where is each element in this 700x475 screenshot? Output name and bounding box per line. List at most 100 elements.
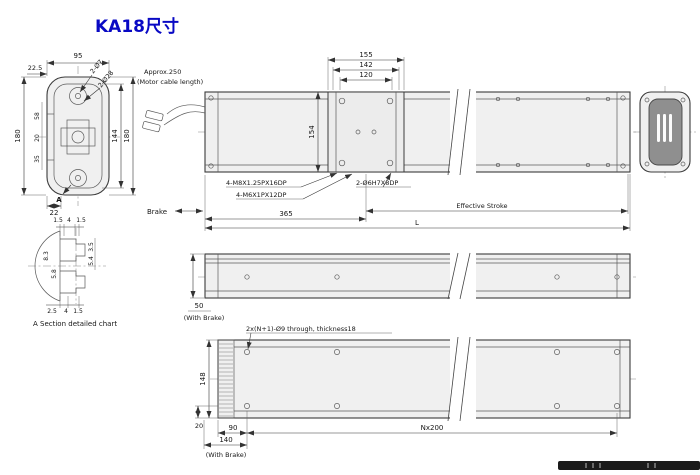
- section-a-marker: A: [56, 196, 62, 204]
- section-detail-caption: A Section detailed chart: [33, 320, 117, 328]
- break-line: [459, 88, 471, 176]
- mounting-hole: [614, 349, 620, 355]
- break-mask: [450, 252, 476, 300]
- carriage-screw-hole: [386, 97, 394, 105]
- dim-155-label: 155: [359, 51, 372, 59]
- corner-strip: [558, 461, 700, 470]
- callout-m8-label: 4-M8X1.25PX16DP: [226, 179, 287, 187]
- carriage-screw-hole: [338, 159, 346, 167]
- dim-140-label: 140: [219, 436, 232, 444]
- brake-label: Brake: [147, 208, 167, 216]
- detail-top-c: 1.5: [76, 217, 86, 224]
- dim-50-label: 50: [195, 302, 204, 310]
- dim-90-label: 90: [229, 424, 238, 432]
- top-view: Approx.250 (Motor cable length) 155 142 …: [137, 51, 636, 231]
- page-title: KA18尺寸: [95, 16, 179, 37]
- end-cap-slot: [669, 114, 672, 142]
- mounting-hole: [554, 403, 560, 409]
- mounting-hole: [334, 349, 340, 355]
- side-view-body: [204, 253, 631, 299]
- front-body-outline: [46, 76, 110, 196]
- dowel-pin-hole: [355, 129, 361, 135]
- dowel-pin-hole: [371, 129, 377, 135]
- dim-154-label: 154: [308, 125, 316, 139]
- detail-top-slot: [60, 238, 86, 262]
- detail-left-b: 5.8: [51, 269, 58, 279]
- side-view: 50 (With Brake): [184, 252, 636, 322]
- carriage-screw-hole: [386, 159, 394, 167]
- right-end-view: [634, 86, 696, 178]
- section-detail-view: 1.5 4 1.5 3.5 5.4 8.3 5.8 2.5 4 1.5 A Se…: [28, 217, 117, 328]
- mounting-hole: [554, 349, 560, 355]
- break-line: [459, 336, 471, 422]
- cable-connector: [145, 110, 164, 122]
- detail-left-a: 8.3: [43, 251, 50, 261]
- carriage-block: [327, 91, 405, 173]
- dim-365-label: 365: [279, 210, 292, 218]
- detail-bottom-b: 4: [64, 308, 68, 315]
- dim-inner-height-label: 144: [111, 129, 119, 143]
- front-top-hole: [75, 93, 81, 99]
- section-detail-dimensions: 1.5 4 1.5 3.5 5.4 8.3 5.8 2.5 4 1.5: [43, 217, 96, 315]
- break-line: [459, 252, 471, 300]
- dim-width-label: 95: [74, 52, 83, 60]
- front-screw-bore: [71, 130, 85, 144]
- end-cap-slot: [657, 114, 660, 142]
- carriage-screw-hole: [338, 97, 346, 105]
- bottom-with-brake-label: (With Brake): [206, 451, 247, 459]
- break-mask: [450, 90, 476, 174]
- top-view-dimensions: 155 142 120 154 4-M8X1.25PX16DP 4-M6X1PX…: [147, 51, 631, 231]
- break-mask: [450, 336, 476, 422]
- callout-m6-label: 4-M6X1PX12DP: [236, 191, 286, 199]
- cable-connector: [142, 121, 161, 133]
- corner-strip-bar: [558, 461, 700, 470]
- break-line: [447, 88, 459, 176]
- dim-148-label: 148: [199, 372, 207, 385]
- motor-cable: [142, 104, 206, 133]
- brake-block-hatch: [219, 343, 233, 417]
- mounting-hole: [334, 403, 340, 409]
- dim-height-right-label: 180: [123, 129, 131, 142]
- detail-arc-profile: [34, 230, 61, 302]
- front-bottom-counterbore: [69, 169, 87, 187]
- cable-note-line1: Approx.250: [144, 68, 181, 76]
- dim-L-label: L: [415, 219, 419, 227]
- detail-top-b: 4: [67, 217, 71, 224]
- callout-dowel-label: 2-Ø6H7X8DP: [356, 179, 398, 187]
- side-view-dimensions: 50 (With Brake): [184, 253, 225, 322]
- dim-nx200-label: Nx200: [421, 424, 444, 432]
- top-view-body: [204, 91, 631, 173]
- mounting-hole: [244, 403, 250, 409]
- dim-120-label: 120: [359, 71, 372, 79]
- detail-right-a: 3.5: [88, 242, 95, 252]
- dim-20-label: 20: [195, 422, 203, 430]
- brake-block: [217, 339, 235, 419]
- detail-top-a: 1.5: [53, 217, 63, 224]
- mounting-hole: [244, 349, 250, 355]
- front-view-dimensions: 95 22.5 2-Ø7 2-Ø28 180 58 20 35 144 180: [14, 52, 136, 217]
- end-cap-slot: [663, 114, 666, 142]
- mounting-hole: [614, 403, 620, 409]
- bottom-view-body: [217, 339, 631, 419]
- dim-offset-label: 22.5: [28, 64, 42, 72]
- dim-inner-a-label: 58: [34, 112, 41, 120]
- dim-bottom-offset-label: 22: [50, 209, 59, 217]
- front-view: 95 22.5 2-Ø7 2-Ø28 180 58 20 35 144 180: [14, 52, 136, 217]
- cable-note-line2: (Motor cable length): [137, 78, 203, 86]
- callout-through-holes: 2x(N+1)-Ø9 through, thickness18: [246, 325, 356, 333]
- detail-bottom-c: 1.5: [73, 308, 83, 315]
- detail-right-b: 5.4: [88, 256, 95, 266]
- detail-bottom-slot: [60, 270, 86, 294]
- break-line: [447, 336, 459, 422]
- dim-142-label: 142: [359, 61, 372, 69]
- front-bottom-hole: [75, 175, 81, 181]
- break-line: [447, 252, 459, 300]
- effective-stroke-label: Effective Stroke: [456, 202, 507, 210]
- detail-bottom-a: 2.5: [47, 308, 57, 315]
- dim-inner-c-label: 35: [34, 155, 41, 163]
- bottom-view-dimensions: 2x(N+1)-Ø9 through, thickness18 148 20 9…: [195, 325, 618, 459]
- bottom-view: 2x(N+1)-Ø9 through, thickness18 148 20 9…: [195, 325, 636, 459]
- side-with-brake-label: (With Brake): [184, 314, 225, 322]
